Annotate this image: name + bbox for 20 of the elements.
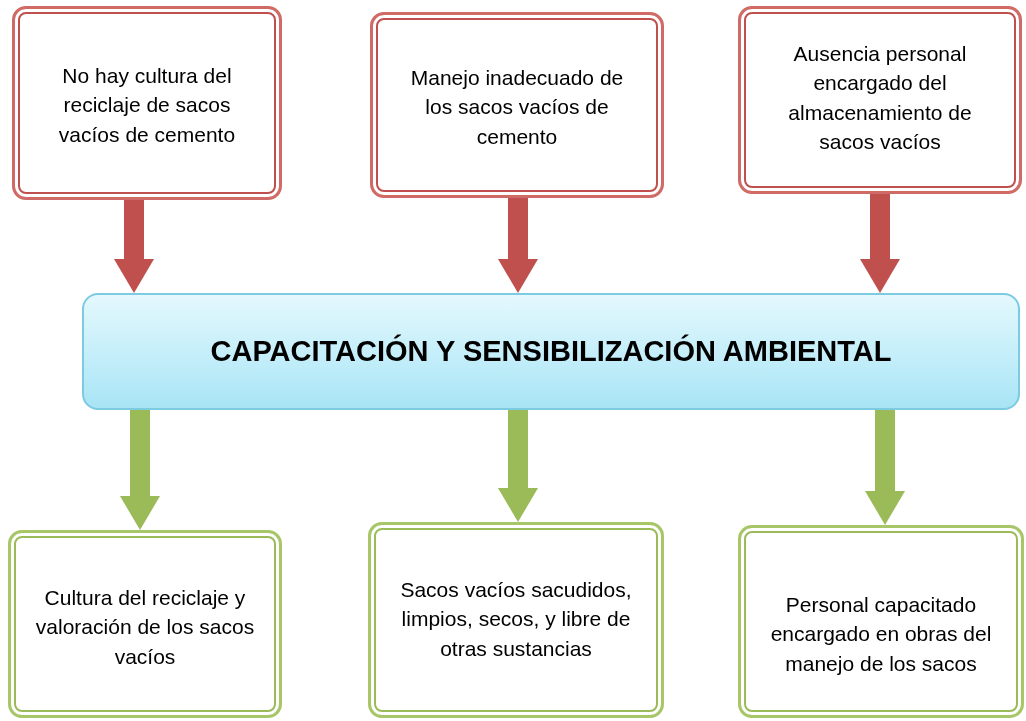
box-text: Manejo inadecuado de los sacos vacíos de cemento — [409, 65, 625, 150]
block-arrow — [114, 200, 154, 293]
block-arrow — [498, 198, 538, 293]
text-box — [12, 6, 282, 200]
text-box — [368, 522, 664, 718]
block-arrow — [865, 410, 905, 525]
box-text: Personal capacitado encargado en obras del manejo de los sacos — [769, 592, 993, 677]
banner-title: CAPACITACIÓN Y SENSIBILIZACIÓN AMBIENTAL — [210, 333, 892, 369]
box-text: Cultura del reciclaje y valoración de los sacos vacíos — [35, 585, 255, 670]
text-box — [738, 6, 1022, 194]
box-text: No hay cultura del reciclaje de sacos vacíos de cemento — [57, 63, 237, 148]
text-box — [370, 12, 664, 198]
text-box — [738, 525, 1024, 718]
block-arrow — [860, 194, 900, 293]
box-text: Ausencia personal encargado del almacenamiento de sacos vacíos — [787, 41, 973, 156]
central-banner — [82, 293, 1020, 410]
block-arrow — [498, 410, 538, 522]
text-box — [8, 530, 282, 718]
box-text: Sacos vacíos sacudidos, limpios, secos, y libre de otras sustancias — [399, 577, 633, 662]
block-arrow — [120, 410, 160, 530]
